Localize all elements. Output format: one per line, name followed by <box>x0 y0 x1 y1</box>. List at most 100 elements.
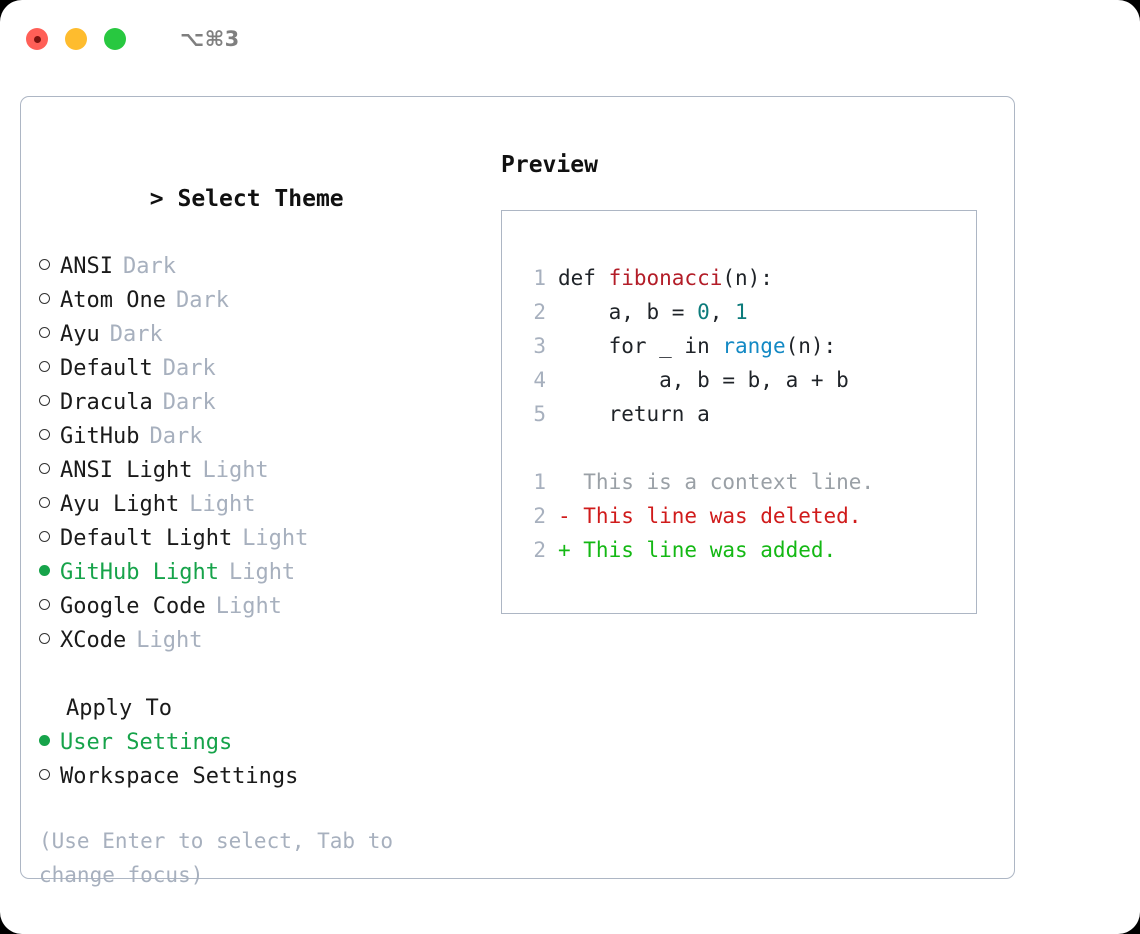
theme-option-badge: Light <box>228 560 296 585</box>
radio-unselected-icon[interactable] <box>39 463 60 474</box>
code-line-number: 4 <box>533 368 546 392</box>
apply-to-option-label: User Settings <box>60 730 233 755</box>
theme-option-label: XCode <box>60 628 127 653</box>
title-bar: ⌥⌘3 <box>0 0 1140 78</box>
theme-option-9[interactable]: GitHub Light Light <box>39 556 479 590</box>
select-theme-heading: > Select Theme <box>39 148 479 250</box>
code-line-number: 3 <box>533 334 546 358</box>
radio-unselected-icon[interactable] <box>39 633 60 644</box>
code-line-text: def fibonacci(n): <box>558 261 773 295</box>
code-line: 3 for _ in range(n): <box>520 329 976 363</box>
radio-unselected-icon[interactable] <box>39 259 60 270</box>
radio-unselected-icon[interactable] <box>39 361 60 372</box>
code-token-num: 1 <box>735 300 748 324</box>
radio-unselected-icon[interactable] <box>39 497 60 508</box>
theme-option-label: Atom One <box>60 288 166 313</box>
radio-unselected-icon[interactable] <box>39 327 60 338</box>
theme-option-label: Google Code <box>60 594 206 619</box>
theme-option-label: Default Light <box>60 526 233 551</box>
radio-unselected-icon[interactable] <box>39 599 60 610</box>
diff-sample: 1 This is a context line. 2 - This line wa… <box>520 465 976 567</box>
theme-option-10[interactable]: Google Code Light <box>39 590 479 624</box>
diff-line-deleted: 2 - This line was deleted. <box>520 499 976 533</box>
traffic-lights <box>26 28 126 50</box>
theme-option-label: Dracula <box>60 390 153 415</box>
theme-option-label: ANSI Light <box>60 458 193 483</box>
code-token-call: range <box>722 334 786 358</box>
code-token-plain: def <box>558 266 609 290</box>
help-hint-text: (Use Enter to select, Tab to change focu… <box>39 829 394 887</box>
apply-to-option-0[interactable]: User Settings <box>39 726 479 760</box>
diff-line-text: + This line was added. <box>558 538 837 562</box>
theme-option-label: GitHub <box>60 424 140 449</box>
radio-unselected-icon[interactable] <box>39 429 60 440</box>
code-line: 5 return a <box>520 397 976 431</box>
diff-line-text: This is a context line. <box>558 470 875 494</box>
theme-option-2[interactable]: Ayu Dark <box>39 318 479 352</box>
apply-to-heading: Apply To <box>66 696 172 721</box>
radio-unselected-icon[interactable] <box>39 293 60 304</box>
diff-line-number: 1 <box>533 470 546 494</box>
theme-option-6[interactable]: ANSI Light Light <box>39 454 479 488</box>
code-token-plain: a, b = b, a + b <box>558 368 849 392</box>
code-token-plain: return a <box>558 402 710 426</box>
apply-to-option-1[interactable]: Workspace Settings <box>39 760 479 794</box>
theme-option-label: GitHub Light <box>60 560 219 585</box>
code-token-num: 0 <box>697 300 710 324</box>
theme-option-badge: Light <box>202 458 269 483</box>
code-line: 4 a, b = b, a + b <box>520 363 976 397</box>
theme-option-badge: Light <box>242 526 309 551</box>
code-line: 2 a, b = 0, 1 <box>520 295 976 329</box>
close-window-button[interactable] <box>26 28 48 50</box>
select-theme-title: Select Theme <box>177 186 344 212</box>
theme-option-label: Ayu Light <box>60 492 180 517</box>
theme-option-label: Ayu <box>60 322 100 347</box>
theme-option-badge: Dark <box>149 424 203 449</box>
radio-unselected-icon[interactable] <box>39 769 60 780</box>
apply-to-option-label: Workspace Settings <box>60 764 299 789</box>
theme-option-badge: Light <box>215 594 282 619</box>
theme-option-badge: Dark <box>162 356 216 381</box>
theme-option-badge: Dark <box>109 322 163 347</box>
theme-option-badge: Dark <box>122 254 176 279</box>
diff-line-added: 2 + This line was added. <box>520 533 976 567</box>
radio-unselected-icon[interactable] <box>39 531 60 542</box>
theme-option-4[interactable]: Dracula Dark <box>39 386 479 420</box>
code-line-text: a, b = b, a + b <box>558 363 849 397</box>
theme-option-0[interactable]: ANSI Dark <box>39 250 479 284</box>
code-line-text: return a <box>558 397 710 431</box>
keyboard-shortcut-label: ⌥⌘3 <box>180 27 240 51</box>
zoom-window-button[interactable] <box>104 28 126 50</box>
code-token-plain: (n): <box>785 334 837 358</box>
focus-marker: > <box>149 186 178 212</box>
diff-line-number: 2 <box>533 538 546 562</box>
code-token-plain: , <box>709 300 736 324</box>
theme-option-5[interactable]: GitHub Dark <box>39 420 479 454</box>
code-token-fn: fibonacci <box>608 266 723 290</box>
diff-line-text: - This line was deleted. <box>558 504 862 528</box>
theme-option-badge: Dark <box>175 288 229 313</box>
theme-option-label: ANSI <box>60 254 113 279</box>
code-line-number: 5 <box>533 402 546 426</box>
diff-line-number: 2 <box>533 504 546 528</box>
theme-option-1[interactable]: Atom One Dark <box>39 284 479 318</box>
radio-unselected-icon[interactable] <box>39 395 60 406</box>
minimize-window-button[interactable] <box>65 28 87 50</box>
code-line-text: a, b = 0, 1 <box>558 295 748 329</box>
radio-selected-icon[interactable] <box>39 735 60 746</box>
code-line: 1 def fibonacci(n): <box>520 261 976 295</box>
theme-option-badge: Dark <box>162 390 216 415</box>
theme-option-8[interactable]: Default Light Light <box>39 522 479 556</box>
radio-selected-icon[interactable] <box>39 565 60 576</box>
code-line-number: 1 <box>533 266 546 290</box>
